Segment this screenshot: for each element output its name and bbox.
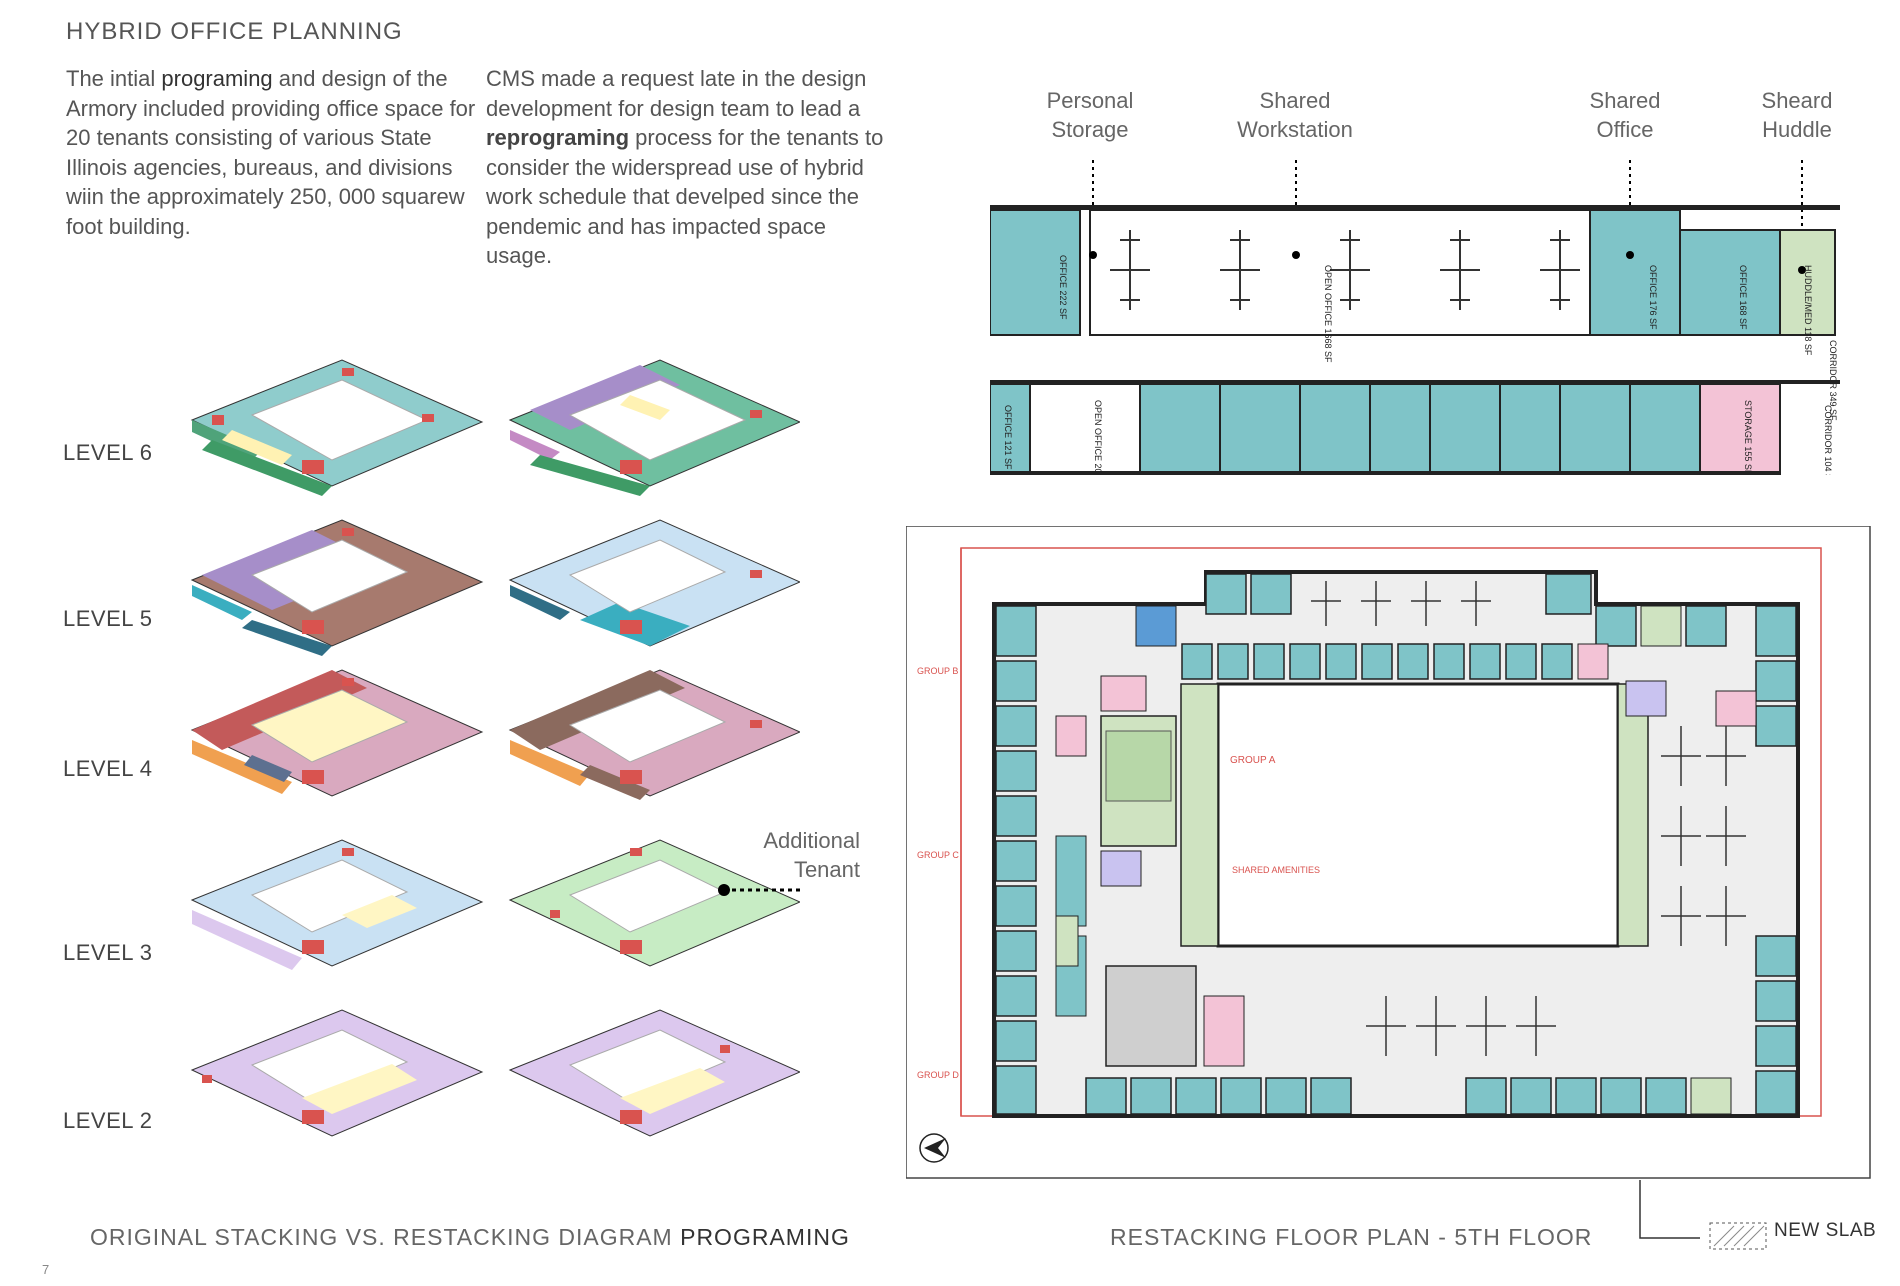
additional-tenant-label: Additional Tenant (763, 828, 860, 882)
strip-label-open-office: OPEN OFFICE 1668 SF (1323, 265, 1333, 363)
new-slab-swatch (1709, 1222, 1767, 1250)
level-2-restacked (508, 1009, 800, 1137)
level-5-restacked (508, 519, 800, 647)
strip-floor-plan: OFFICE 222 SF OPEN OFFICE 1668 SF OFFICE… (990, 160, 1840, 475)
level-2-label: LEVEL 2 (63, 1108, 153, 1133)
level-3-label: LEVEL 3 (63, 940, 153, 965)
strip-label-office-222: OFFICE 222 SF (1058, 255, 1068, 320)
level-4-restacked (508, 669, 800, 800)
page-title: HYBRID OFFICE PLANNING (66, 18, 403, 45)
strip-label-corridor-2: CORRIDOR 104 SF (1823, 405, 1833, 475)
intro-paragraph-2: CMS made a request late in the design de… (486, 66, 884, 268)
page-number: 7 (42, 1262, 50, 1277)
level-5-label: LEVEL 5 (63, 606, 153, 631)
new-slab-label: NEW SLAB (1774, 1220, 1877, 1241)
level-4-label: LEVEL 4 (63, 756, 153, 781)
plan-label-group-b: GROUP B (917, 666, 958, 676)
level-6-original (190, 359, 484, 496)
level-6-restacked (508, 359, 800, 496)
level-4-original (190, 669, 484, 797)
right-caption: RESTACKING FLOOR PLAN - 5TH FLOOR (1110, 1224, 1593, 1250)
personal-storage-label: Personal Storage (1046, 88, 1134, 142)
stacking-diagram (190, 359, 800, 1137)
level-3-restacked (508, 839, 800, 967)
strip-label-office-176: OFFICE 176 SF (1648, 265, 1658, 330)
shared-office-label: Shared Office (1589, 88, 1661, 142)
strip-label-huddle: HUDDLE/MED 118 SF (1803, 265, 1813, 356)
plan-label-group-c: GROUP C (917, 850, 959, 860)
level-6-label: LEVEL 6 (63, 440, 153, 465)
strip-label-storage: STORAGE 155 SF (1743, 400, 1753, 475)
shared-workstation-label: Shared Workstation (1237, 88, 1353, 142)
strip-label-office-168: OFFICE 168 SF (1738, 265, 1748, 330)
level-2-original (190, 1009, 484, 1137)
new-slab-legend (1639, 1180, 1767, 1250)
plan-label-group-d: GROUP D (917, 1070, 959, 1080)
sheard-huddle-label: Sheard Huddle (1761, 88, 1833, 142)
plan-label-group-a: GROUP A (1230, 755, 1276, 766)
strip-label-open-office-2: OPEN OFFICE 202 SF (1093, 400, 1103, 475)
fifth-floor-plan: GROUP A SHARED AMENITIES GROUP B GROUP C… (906, 526, 1871, 1179)
level-5-original (190, 519, 484, 656)
strip-label-office-121: OFFICE 121 SF (1003, 405, 1013, 470)
left-caption: ORIGINAL STACKING VS. RESTACKING DIAGRAM… (90, 1224, 850, 1250)
level-3-original (190, 839, 484, 970)
intro-paragraph-1: The intial programing and design of the … (66, 66, 476, 239)
plan-label-shared-amenities: SHARED AMENITIES (1232, 865, 1320, 875)
